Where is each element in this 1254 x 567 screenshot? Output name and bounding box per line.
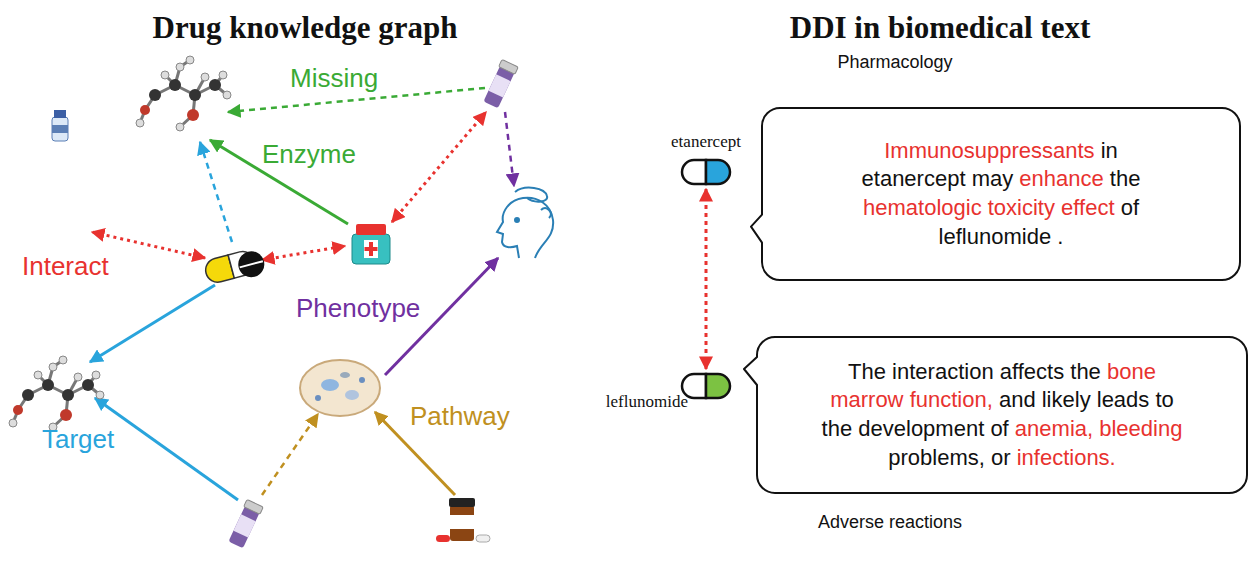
edge-label: Missing <box>290 64 378 94</box>
panel-title: Drug knowledge graph <box>153 10 458 46</box>
dizzy-face-icon <box>497 188 553 258</box>
pill-bottle-icon <box>483 59 519 108</box>
speech-bubble: The interaction affects the bone marrow … <box>757 337 1247 493</box>
pathway-link <box>262 414 318 495</box>
phenotype-link <box>505 112 514 186</box>
target-link <box>200 142 232 242</box>
interact-link <box>392 112 486 222</box>
vial-icon <box>52 110 68 141</box>
edge-label: Target <box>42 425 114 455</box>
pill-bottle-icon <box>436 498 490 542</box>
edge-label: Phenotype <box>296 294 420 324</box>
interact-link <box>92 232 205 258</box>
bubble-text: Immunosuppressants in etanercept may enh… <box>838 137 1164 251</box>
section-label: Adverse reactions <box>818 512 962 533</box>
pill-bottle-icon <box>228 499 264 548</box>
molecule-icon <box>136 56 231 131</box>
panel-title: DDI in biomedical text <box>790 10 1091 46</box>
edge-label: Pathway <box>410 402 510 432</box>
drug-capsule: leflunomide <box>680 372 732 400</box>
edge-label: Enzyme <box>262 140 356 170</box>
target-link <box>90 285 215 362</box>
bubble-text: The interaction affects the bone marrow … <box>815 358 1189 472</box>
bubble-outline <box>762 108 1240 280</box>
drug-name: etanercept <box>671 132 741 152</box>
section-label: Pharmacology <box>837 52 952 73</box>
capsule-shape <box>680 158 732 186</box>
drug-capsule: etanercept <box>680 158 732 186</box>
interact-link <box>262 246 345 260</box>
molecule-icon <box>9 356 104 431</box>
speech-bubble: Immunosuppressants in etanercept may enh… <box>762 108 1240 280</box>
cell-icon <box>300 360 380 416</box>
edge-label: Interact <box>22 252 109 282</box>
interaction-arrow <box>705 189 708 369</box>
capsule-icon <box>203 246 267 288</box>
drug-name: leflunomide <box>606 392 688 412</box>
medicine-bottle-icon <box>352 224 390 264</box>
target-link <box>95 398 238 500</box>
